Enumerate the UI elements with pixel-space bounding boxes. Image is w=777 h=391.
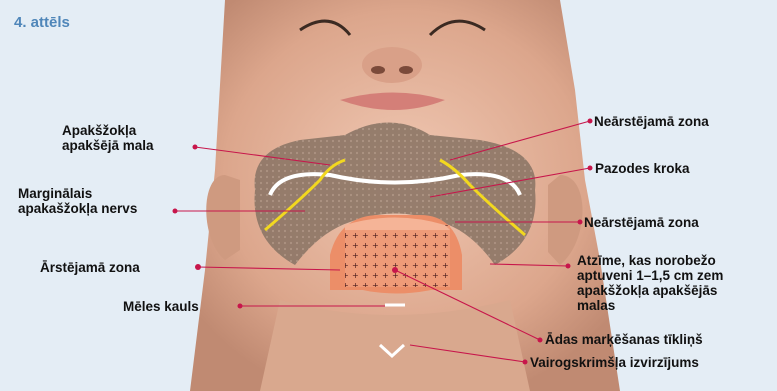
label-non-treatment-zone-mid: Neārstējamā zona	[584, 215, 699, 230]
label-hyoid: Mēles kauls	[123, 299, 199, 314]
label-treatment-zone: Ārstējamā zona	[40, 260, 140, 275]
label-marginal-nerve: Marginālais apakašžokļa nervs	[18, 186, 137, 216]
figure-title: 4. attēls	[14, 14, 70, 31]
label-line: Marginālais	[18, 186, 137, 201]
label-line: Apakšžokļa	[62, 123, 154, 138]
label-chin-fold: Pazodes kroka	[595, 161, 690, 176]
label-line: apakšējā mala	[62, 138, 154, 153]
label-line: malas	[577, 298, 723, 313]
label-marking-line: Atzīme, kas norobežo aptuveni 1–1,5 cm z…	[577, 253, 723, 313]
label-line: apakašžokļa nervs	[18, 201, 137, 216]
nose	[362, 47, 422, 83]
label-inner-mandible-edge: Apakšžokļa apakšējā mala	[62, 123, 154, 153]
label-skin-marking-grid: Ādas marķēšanas tīkliņš	[545, 332, 703, 347]
label-thyroid-prominence: Vairogskrimšļa izvirzījums	[530, 355, 699, 370]
label-line: aptuveni 1–1,5 cm zem	[577, 268, 723, 283]
skin-marking-grid	[345, 225, 450, 287]
label-non-treatment-zone-top: Neārstējamā zona	[594, 114, 709, 129]
label-line: Atzīme, kas norobežo	[577, 253, 723, 268]
label-line: apakšžokļa apakšējās	[577, 283, 723, 298]
